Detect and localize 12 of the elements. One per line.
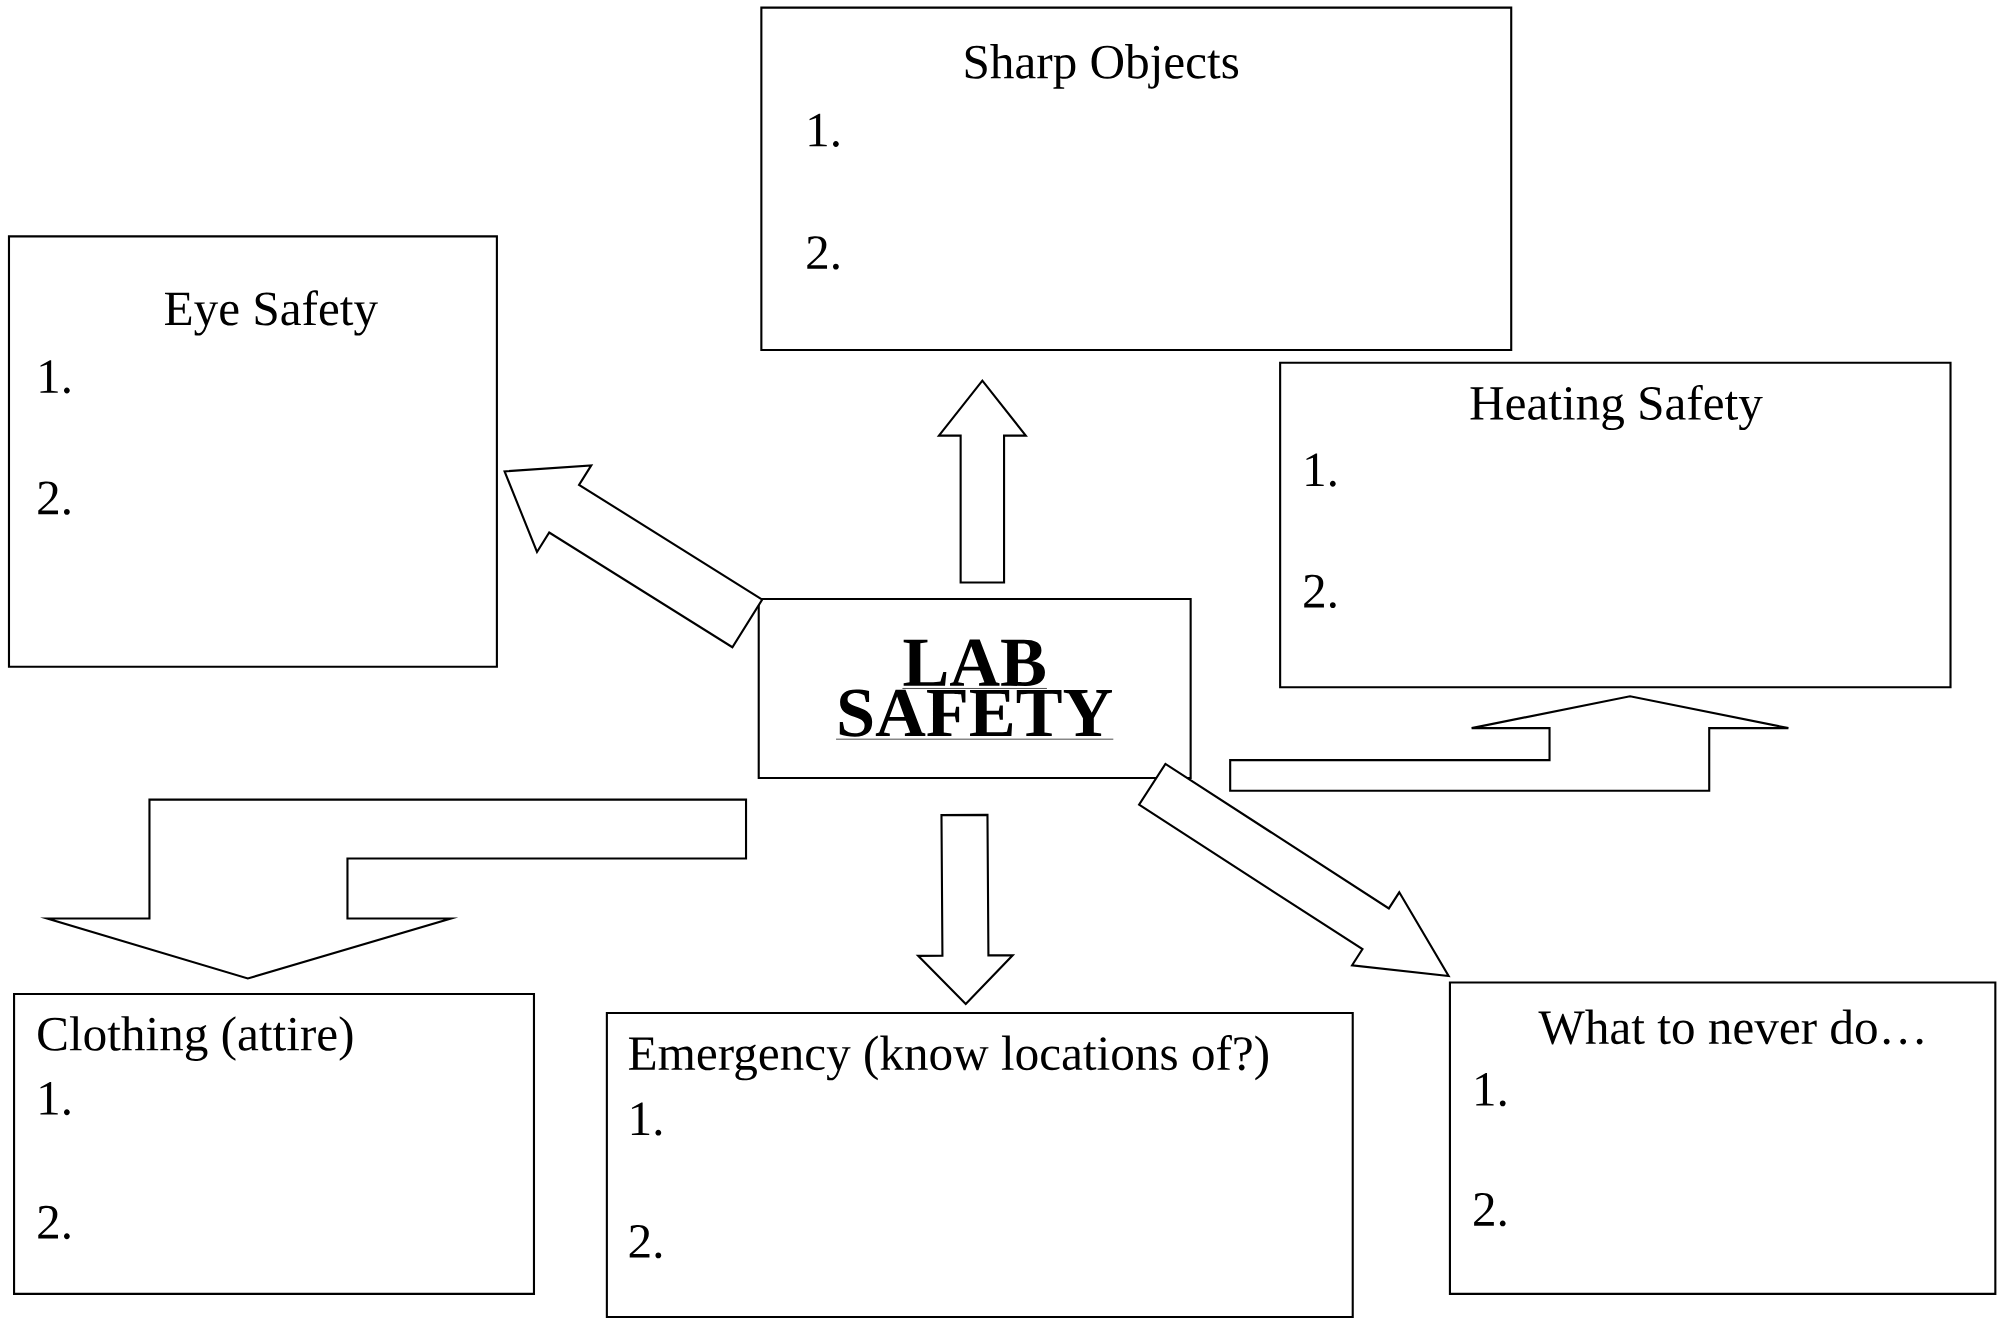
text-box: Sharp Objects 1. 2. xyxy=(760,6,1513,352)
block-arrow xyxy=(915,813,1016,1006)
text-box: Clothing (attire) 1. 2. xyxy=(13,992,536,1295)
block-arrow xyxy=(936,378,1028,584)
text-box: LAB SAFETY xyxy=(757,598,1192,780)
block-arrow xyxy=(40,798,748,980)
text-box: Heating Safety 1. 2. xyxy=(1279,361,1952,689)
block-arrow xyxy=(503,464,764,649)
text-box: Eye Safety 1. 2. xyxy=(7,235,498,668)
block-arrow xyxy=(1229,695,1790,792)
text-box: What to never do… 1. 2. xyxy=(1448,981,1997,1295)
text-box: Emergency (know locations of?) 1. 2. xyxy=(605,1012,1354,1318)
